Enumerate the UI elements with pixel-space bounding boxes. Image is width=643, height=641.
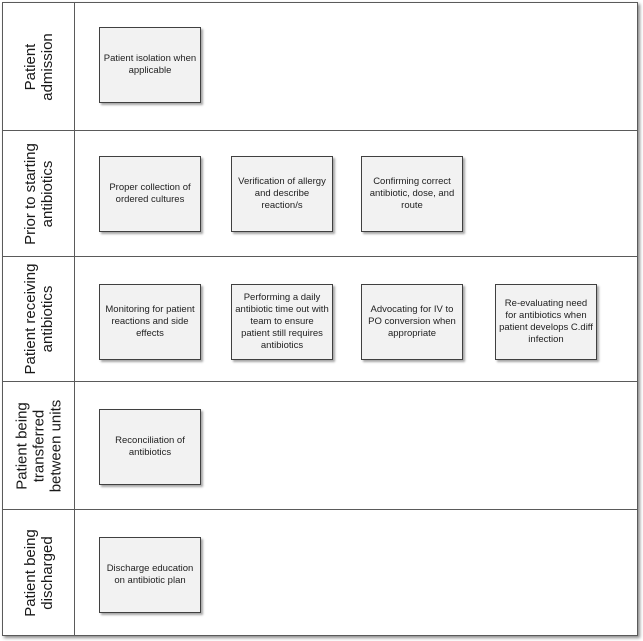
lane-patient-admission: Patient admission Patient isolation when… bbox=[3, 3, 637, 131]
step-label: Monitoring for patient reactions and sid… bbox=[105, 304, 195, 339]
lane-header: Prior to starting antibiotics bbox=[3, 131, 75, 256]
step-box: Confirming correct antibiotic, dose, and… bbox=[361, 156, 463, 232]
swimlane-diagram: Patient admission Patient isolation when… bbox=[2, 2, 638, 636]
step-box: Verification of allergy and describe rea… bbox=[231, 156, 333, 232]
step-box: Proper collection of ordered cultures bbox=[99, 156, 201, 232]
lane-title: Patient being discharged bbox=[21, 528, 56, 617]
step-box: Re-evaluating need for antibiotics when … bbox=[495, 284, 597, 360]
step-label: Advocating for IV to PO conversion when … bbox=[368, 304, 456, 339]
step-box: Patient isolation when applicable bbox=[99, 27, 201, 103]
step-box: Advocating for IV to PO conversion when … bbox=[361, 284, 463, 360]
step-label: Verification of allergy and describe rea… bbox=[238, 176, 326, 211]
lane-header: Patient receiving antibiotics bbox=[3, 257, 75, 381]
step-box: Monitoring for patient reactions and sid… bbox=[99, 284, 201, 360]
lane-header: Patient being transferred between units bbox=[3, 382, 75, 509]
step-box: Performing a daily antibiotic time out w… bbox=[231, 284, 333, 360]
lane-title: Patient admission bbox=[21, 32, 56, 101]
lane-header: Patient being discharged bbox=[3, 510, 75, 635]
lane-title: Prior to starting antibiotics bbox=[21, 142, 56, 245]
step-box: Discharge education on antibiotic plan bbox=[99, 537, 201, 613]
step-box: Reconciliation of antibiotics bbox=[99, 409, 201, 485]
step-label: Patient isolation when applicable bbox=[103, 53, 197, 76]
step-label: Discharge education on antibiotic plan bbox=[106, 563, 194, 586]
lane-prior-to-starting-antibiotics: Prior to starting antibiotics Proper col… bbox=[3, 131, 637, 257]
step-label: Reconciliation of antibiotics bbox=[115, 435, 185, 458]
step-label: Performing a daily antibiotic time out w… bbox=[235, 292, 329, 351]
lane-title: Patient receiving antibiotics bbox=[21, 263, 56, 375]
lane-title: Patient being transferred between units bbox=[13, 399, 64, 492]
lane-header: Patient admission bbox=[3, 3, 75, 130]
lane-patient-transferred-between-units: Patient being transferred between units … bbox=[3, 382, 637, 510]
step-label: Confirming correct antibiotic, dose, and… bbox=[369, 176, 455, 211]
lane-patient-being-discharged: Patient being discharged Discharge educa… bbox=[3, 510, 637, 635]
step-label: Proper collection of ordered cultures bbox=[109, 182, 191, 205]
step-label: Re-evaluating need for antibiotics when … bbox=[499, 298, 593, 345]
lane-patient-receiving-antibiotics: Patient receiving antibiotics Monitoring… bbox=[3, 257, 637, 382]
